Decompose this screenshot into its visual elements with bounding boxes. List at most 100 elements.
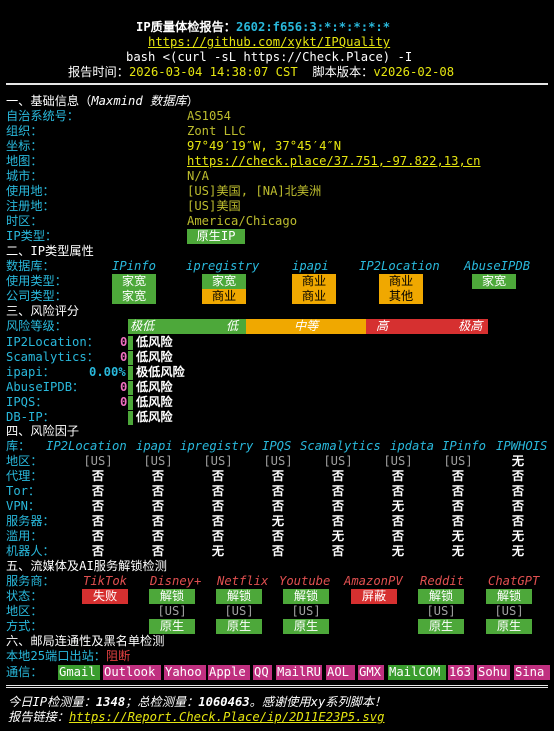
unlock-method-badge: 原生 — [149, 619, 195, 634]
factor-value: 否 — [151, 469, 165, 483]
risk-source-label: ipapi： — [6, 365, 55, 379]
risk-score-bar — [128, 336, 133, 350]
service-name: ChatGPT — [488, 574, 540, 588]
factor-value: 否 — [91, 484, 105, 498]
repo-link[interactable]: https://github.com/xykt/IPQuality — [148, 35, 391, 49]
section-basic-prefix: 一、基础信息（ — [6, 94, 92, 108]
factor-db-header: ipregistry — [180, 439, 254, 453]
usage-type-badge: 家宽 — [202, 274, 246, 289]
factor-value: 无 — [211, 544, 225, 558]
risk-source-label: DB-IP： — [6, 410, 55, 424]
report-link[interactable]: https://Report.Check.Place/ip/2D11E23P5.… — [68, 710, 385, 724]
risk-level-text: 极低风险 — [136, 365, 185, 379]
factor-row-label: 服务器： — [6, 514, 55, 528]
risk-score: 0 — [120, 380, 128, 394]
factor-value: 无 — [511, 454, 525, 468]
factor-value: 否 — [331, 514, 345, 528]
risk-scale-label: 高 — [376, 319, 389, 333]
unlock-region: [US] — [224, 604, 254, 618]
media-row-label: 方式： — [6, 619, 43, 633]
map-link[interactable]: https://check.place/37.751,-97.822,13,cn — [187, 154, 481, 168]
risk-score-bar — [128, 381, 133, 395]
unlock-status-badge: 解锁 — [418, 589, 464, 604]
risk-score: 0.00% — [89, 365, 126, 379]
risk-source-label: IP2Location： — [6, 335, 99, 349]
port25-value: 阻断 — [106, 649, 131, 663]
section-basic-suffix: ） — [186, 94, 199, 108]
factor-value: 否 — [271, 544, 285, 558]
factor-value: 无 — [391, 544, 405, 558]
factor-value: 否 — [91, 469, 105, 483]
factor-value: [US] — [383, 454, 413, 468]
company-type-badge: 商业 — [202, 289, 246, 304]
usage-type-badge: 家宽 — [112, 274, 156, 289]
factor-value: [US] — [443, 454, 473, 468]
risk-level-text: 低风险 — [136, 380, 173, 394]
report-time-label: 报告时间： — [68, 65, 129, 79]
factor-value: 否 — [151, 544, 165, 558]
factor-db-header: ipapi — [136, 439, 173, 453]
factor-value: [US] — [83, 454, 113, 468]
section-basic-source: Maxmind 数据库 — [91, 94, 187, 108]
section-basic-title: 一、基础信息（Maxmind 数据库） — [6, 94, 199, 109]
factor-value: 否 — [211, 514, 225, 528]
basic-value: [US]美国 — [187, 199, 241, 213]
section-mail-title: 六、邮局连通性及黑名单检测 — [6, 634, 165, 648]
factor-value: 否 — [91, 529, 105, 543]
risk-score: 0 — [120, 335, 128, 349]
factor-value: [US] — [263, 454, 293, 468]
factor-value: 否 — [151, 499, 165, 513]
risk-score-bar — [128, 411, 133, 425]
factor-db-header: IPWHOIS — [496, 439, 548, 453]
factor-value: 否 — [451, 484, 465, 498]
risk-score-bar — [128, 396, 133, 410]
basic-label: 组织： — [6, 124, 43, 138]
mail-provider-badge: 163 — [448, 665, 474, 680]
factor-value: 否 — [211, 484, 225, 498]
version-label: 脚本版本： — [312, 65, 374, 79]
risk-source-label: Scamalytics： — [6, 350, 99, 364]
media-row-label: 服务商： — [6, 574, 55, 588]
risk-scale-label: 极低 — [130, 319, 155, 333]
factor-value: 否 — [391, 529, 405, 543]
risk-scale-segment — [366, 319, 488, 334]
factor-value: 否 — [391, 514, 405, 528]
risk-score-bar — [128, 366, 133, 380]
version: v2026-02-08 — [373, 65, 455, 79]
section-factors-title: 四、风险因子 — [6, 424, 80, 438]
unlock-method-badge: 原生 — [418, 619, 464, 634]
usage-type-badge: 商业 — [292, 274, 336, 289]
basic-label: 时区： — [6, 214, 43, 228]
unlock-status-badge: 解锁 — [486, 589, 532, 604]
today-count-label: 今日IP检测量： — [8, 695, 96, 709]
factor-value: 否 — [331, 469, 345, 483]
report-ip: 2602:f656:3:*:*:*:*:* — [236, 20, 391, 34]
factor-value: 否 — [451, 469, 465, 483]
unlock-status-badge: 解锁 — [216, 589, 262, 604]
factor-value: [US] — [203, 454, 233, 468]
report-title-line: IP质量体检报告：2602:f656:3:*:*:*:*:* — [136, 20, 390, 35]
service-name: AmazonPV — [344, 574, 403, 588]
factor-value: 无 — [391, 499, 405, 513]
factor-value: [US] — [323, 454, 353, 468]
factor-value: 否 — [391, 469, 405, 483]
mail-provider-badge: Yahoo — [164, 665, 206, 680]
service-name: TikTok — [83, 574, 128, 588]
basic-label: 自治系统号： — [6, 109, 80, 123]
factor-value: 否 — [211, 499, 225, 513]
unlock-region: [US] — [291, 604, 321, 618]
risk-source-label: AbuseIPDB： — [6, 380, 85, 394]
risk-level-label: 风险等级： — [6, 319, 67, 333]
factor-value: 否 — [91, 499, 105, 513]
mail-provider-badge: AOL — [326, 665, 355, 680]
unlock-region: [US] — [157, 604, 187, 618]
risk-level-text: 低风险 — [136, 335, 173, 349]
basic-value: AS1054 — [187, 109, 232, 123]
factor-row-label: VPN： — [6, 499, 41, 513]
port25-line: 本地25端口出站：阻断 — [6, 649, 130, 664]
usage-type-badge: 家宽 — [472, 274, 516, 289]
factor-value: 否 — [91, 544, 105, 558]
factor-value: 否 — [211, 529, 225, 543]
basic-value: [US]美国, [NA]北美洲 — [187, 184, 322, 198]
